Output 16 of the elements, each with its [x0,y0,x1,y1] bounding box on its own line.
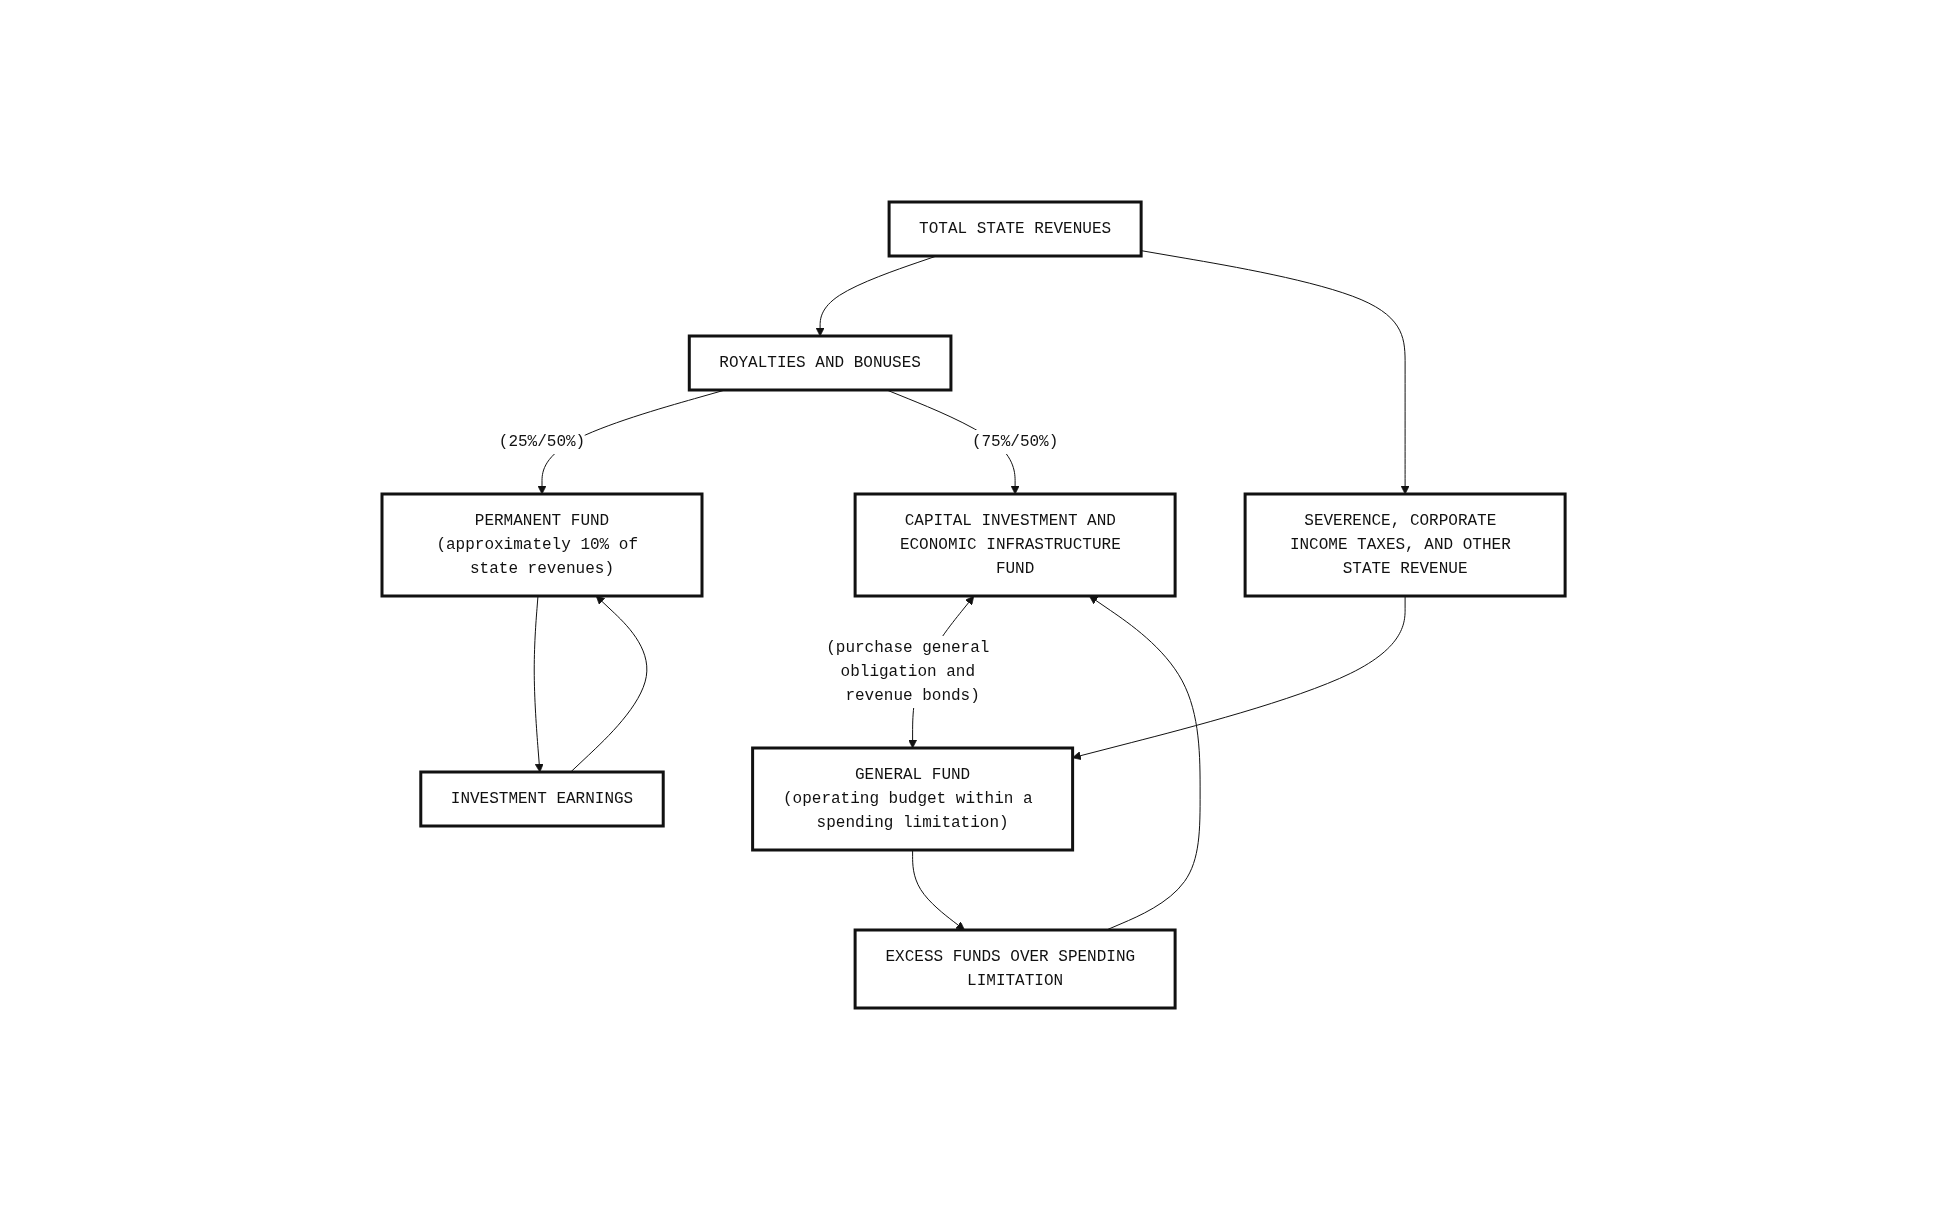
node-box: PERMANENT FUND (approximately 10% of state revenues) [380,492,704,597]
node-box: ROYALTIES AND BONUSES [687,334,953,391]
node-box: SEVERENCE, CORPORATE INCOME TAXES, AND OTHER STATE REVENUE [1243,492,1567,597]
node-box: TOTAL STATE REVENUES [887,200,1143,257]
node-box: GENERAL FUND (operating budget within a spending limitation) [751,746,1075,851]
edge-label: (25%/50%) [498,432,586,451]
arrow [570,595,648,772]
arrow [912,849,965,930]
node-box: CAPITAL INVESTMENT AND ECONOMIC INFRASTRUCTURE FUND [853,492,1177,597]
arrow [533,595,544,772]
node-box: INVESTMENT EARNINGS [419,770,665,827]
arrow [1088,595,1201,930]
edge-label: (75%/50%) [971,432,1059,451]
node-box: EXCESS FUNDS OVER SPENDING LIMITATION [853,928,1177,1009]
arrow [1072,595,1406,760]
edge-label: (purchase general obligation and revenue bonds) [826,638,990,705]
